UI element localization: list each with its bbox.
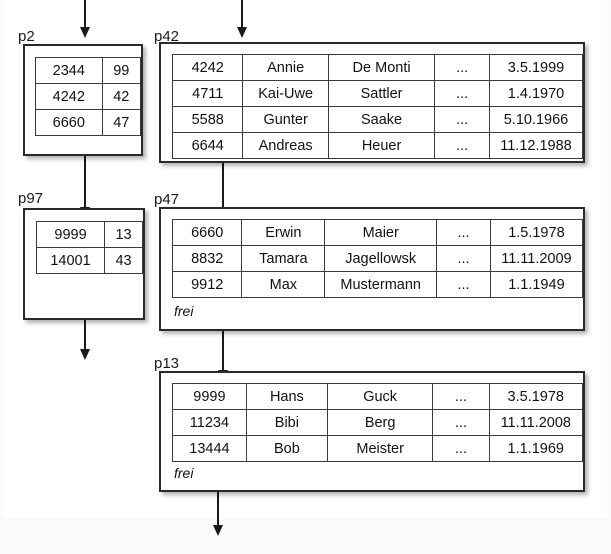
cell-date: 3.5.1999 [488, 54, 584, 81]
cell-lastname: De Monti [327, 54, 436, 81]
cell-date: 1.5.1978 [489, 219, 584, 246]
table-row[interactable]: 11234 Bibi Berg ... 11.11.2008 [172, 409, 584, 436]
cell-value: 99 [101, 57, 142, 84]
cell-value: 13 [104, 221, 143, 248]
table-p2: 2344 99 4242 42 6660 47 [35, 57, 142, 136]
cell-lastname: Berg [326, 409, 434, 436]
cell-firstname: Erwin [241, 219, 326, 246]
table-row[interactable]: 9912 Max Mustermann ... 1.1.1949 [171, 271, 584, 298]
cell-lastname: Guck [326, 383, 434, 410]
cell-value: 42 [101, 83, 142, 110]
table-row[interactable]: 14001 43 [35, 247, 143, 274]
cell-lastname: Maier [324, 219, 438, 246]
table-row[interactable]: 2344 99 [35, 57, 142, 84]
cell-id: 4711 [171, 80, 244, 107]
cell-date: 1.1.1949 [489, 271, 584, 298]
cell-id: 9912 [171, 271, 243, 298]
cell-ellipsis: ... [434, 132, 490, 159]
table-p42: 4242 Annie De Monti ... 3.5.1999 4711 Ka… [171, 54, 584, 159]
table-p13: 9999 Hans Guck ... 3.5.1978 11234 Bibi B… [172, 383, 584, 462]
cell-id: 9999 [172, 383, 247, 410]
cell-value: 43 [104, 247, 143, 274]
cell-ellipsis: ... [436, 219, 491, 246]
cell-id: 6644 [171, 132, 244, 159]
node-label-p2: p2 [18, 28, 35, 45]
cell-lastname: Jagellowsk [324, 245, 438, 272]
cell-lastname: Sattler [327, 80, 436, 107]
cell-lastname: Meister [326, 435, 434, 462]
node-p42[interactable]: 4242 Annie De Monti ... 3.5.1999 4711 Ka… [159, 42, 585, 163]
table-p97: 9999 13 14001 43 [35, 221, 143, 274]
free-space-label-p47: frei [174, 303, 194, 319]
cell-date: 1.1.1969 [488, 435, 584, 462]
cell-lastname: Saake [327, 106, 436, 133]
cell-id: 4242 [171, 54, 244, 81]
free-space-label-p13: frei [174, 465, 194, 481]
cell-lastname: Heuer [327, 132, 436, 159]
cell-ellipsis: ... [436, 245, 491, 272]
cell-date: 11.11.2009 [489, 245, 584, 272]
diagram-canvas: p2 2344 99 4242 42 6660 47 p97 9999 13 [4, 0, 607, 536]
cell-ellipsis: ... [432, 435, 490, 462]
node-p13[interactable]: 9999 Hans Guck ... 3.5.1978 11234 Bibi B… [159, 371, 585, 492]
cell-lastname: Mustermann [324, 271, 438, 298]
cell-date: 5.10.1966 [488, 106, 584, 133]
cell-firstname: Gunter [242, 106, 329, 133]
node-p47[interactable]: 6660 Erwin Maier ... 1.5.1978 8832 Tamar… [159, 207, 585, 331]
cell-ellipsis: ... [434, 54, 490, 81]
cell-firstname: Hans [245, 383, 328, 410]
cell-date: 1.4.1970 [488, 80, 584, 107]
table-row[interactable]: 4242 42 [35, 83, 142, 110]
cell-value: 47 [101, 109, 142, 136]
cell-date: 11.11.2008 [488, 409, 584, 436]
cell-date: 3.5.1978 [488, 383, 584, 410]
table-row[interactable]: 8832 Tamara Jagellowsk ... 11.11.2009 [171, 245, 584, 272]
node-label-p42: p42 [154, 28, 180, 45]
node-p2[interactable]: 2344 99 4242 42 6660 47 [23, 44, 143, 156]
cell-firstname: Bob [245, 435, 328, 462]
cell-firstname: Tamara [241, 245, 326, 272]
cell-firstname: Kai-Uwe [242, 80, 329, 107]
cell-key: 6660 [35, 109, 103, 136]
cell-firstname: Annie [242, 54, 329, 81]
cell-key: 2344 [35, 57, 103, 84]
table-row[interactable]: 4242 Annie De Monti ... 3.5.1999 [171, 54, 584, 81]
table-row[interactable]: 6660 47 [35, 109, 142, 136]
cell-key: 9999 [35, 221, 106, 248]
cell-ellipsis: ... [436, 271, 491, 298]
table-row[interactable]: 6644 Andreas Heuer ... 11.12.1988 [171, 132, 584, 159]
cell-ellipsis: ... [434, 106, 490, 133]
cell-firstname: Andreas [242, 132, 329, 159]
cell-id: 6660 [171, 219, 243, 246]
cell-key: 14001 [35, 247, 106, 274]
node-label-p13: p13 [154, 355, 180, 372]
cell-id: 5588 [171, 106, 244, 133]
node-label-p47: p47 [154, 191, 180, 208]
table-row[interactable]: 5588 Gunter Saake ... 5.10.1966 [171, 106, 584, 133]
cell-date: 11.12.1988 [488, 132, 584, 159]
cell-ellipsis: ... [432, 383, 490, 410]
cell-firstname: Max [241, 271, 326, 298]
node-label-p97: p97 [18, 190, 44, 207]
node-p97[interactable]: 9999 13 14001 43 [23, 208, 145, 320]
table-row[interactable]: 4711 Kai-Uwe Sattler ... 1.4.1970 [171, 80, 584, 107]
cell-id: 8832 [171, 245, 243, 272]
table-row[interactable]: 9999 13 [35, 221, 143, 248]
table-p47: 6660 Erwin Maier ... 1.5.1978 8832 Tamar… [171, 219, 584, 298]
cell-id: 13444 [172, 435, 247, 462]
cell-firstname: Bibi [245, 409, 328, 436]
table-row[interactable]: 9999 Hans Guck ... 3.5.1978 [172, 383, 584, 410]
table-row[interactable]: 13444 Bob Meister ... 1.1.1969 [172, 435, 584, 462]
cell-key: 4242 [35, 83, 103, 110]
cell-id: 11234 [172, 409, 247, 436]
cell-ellipsis: ... [434, 80, 490, 107]
cell-ellipsis: ... [432, 409, 490, 436]
table-row[interactable]: 6660 Erwin Maier ... 1.5.1978 [171, 219, 584, 246]
